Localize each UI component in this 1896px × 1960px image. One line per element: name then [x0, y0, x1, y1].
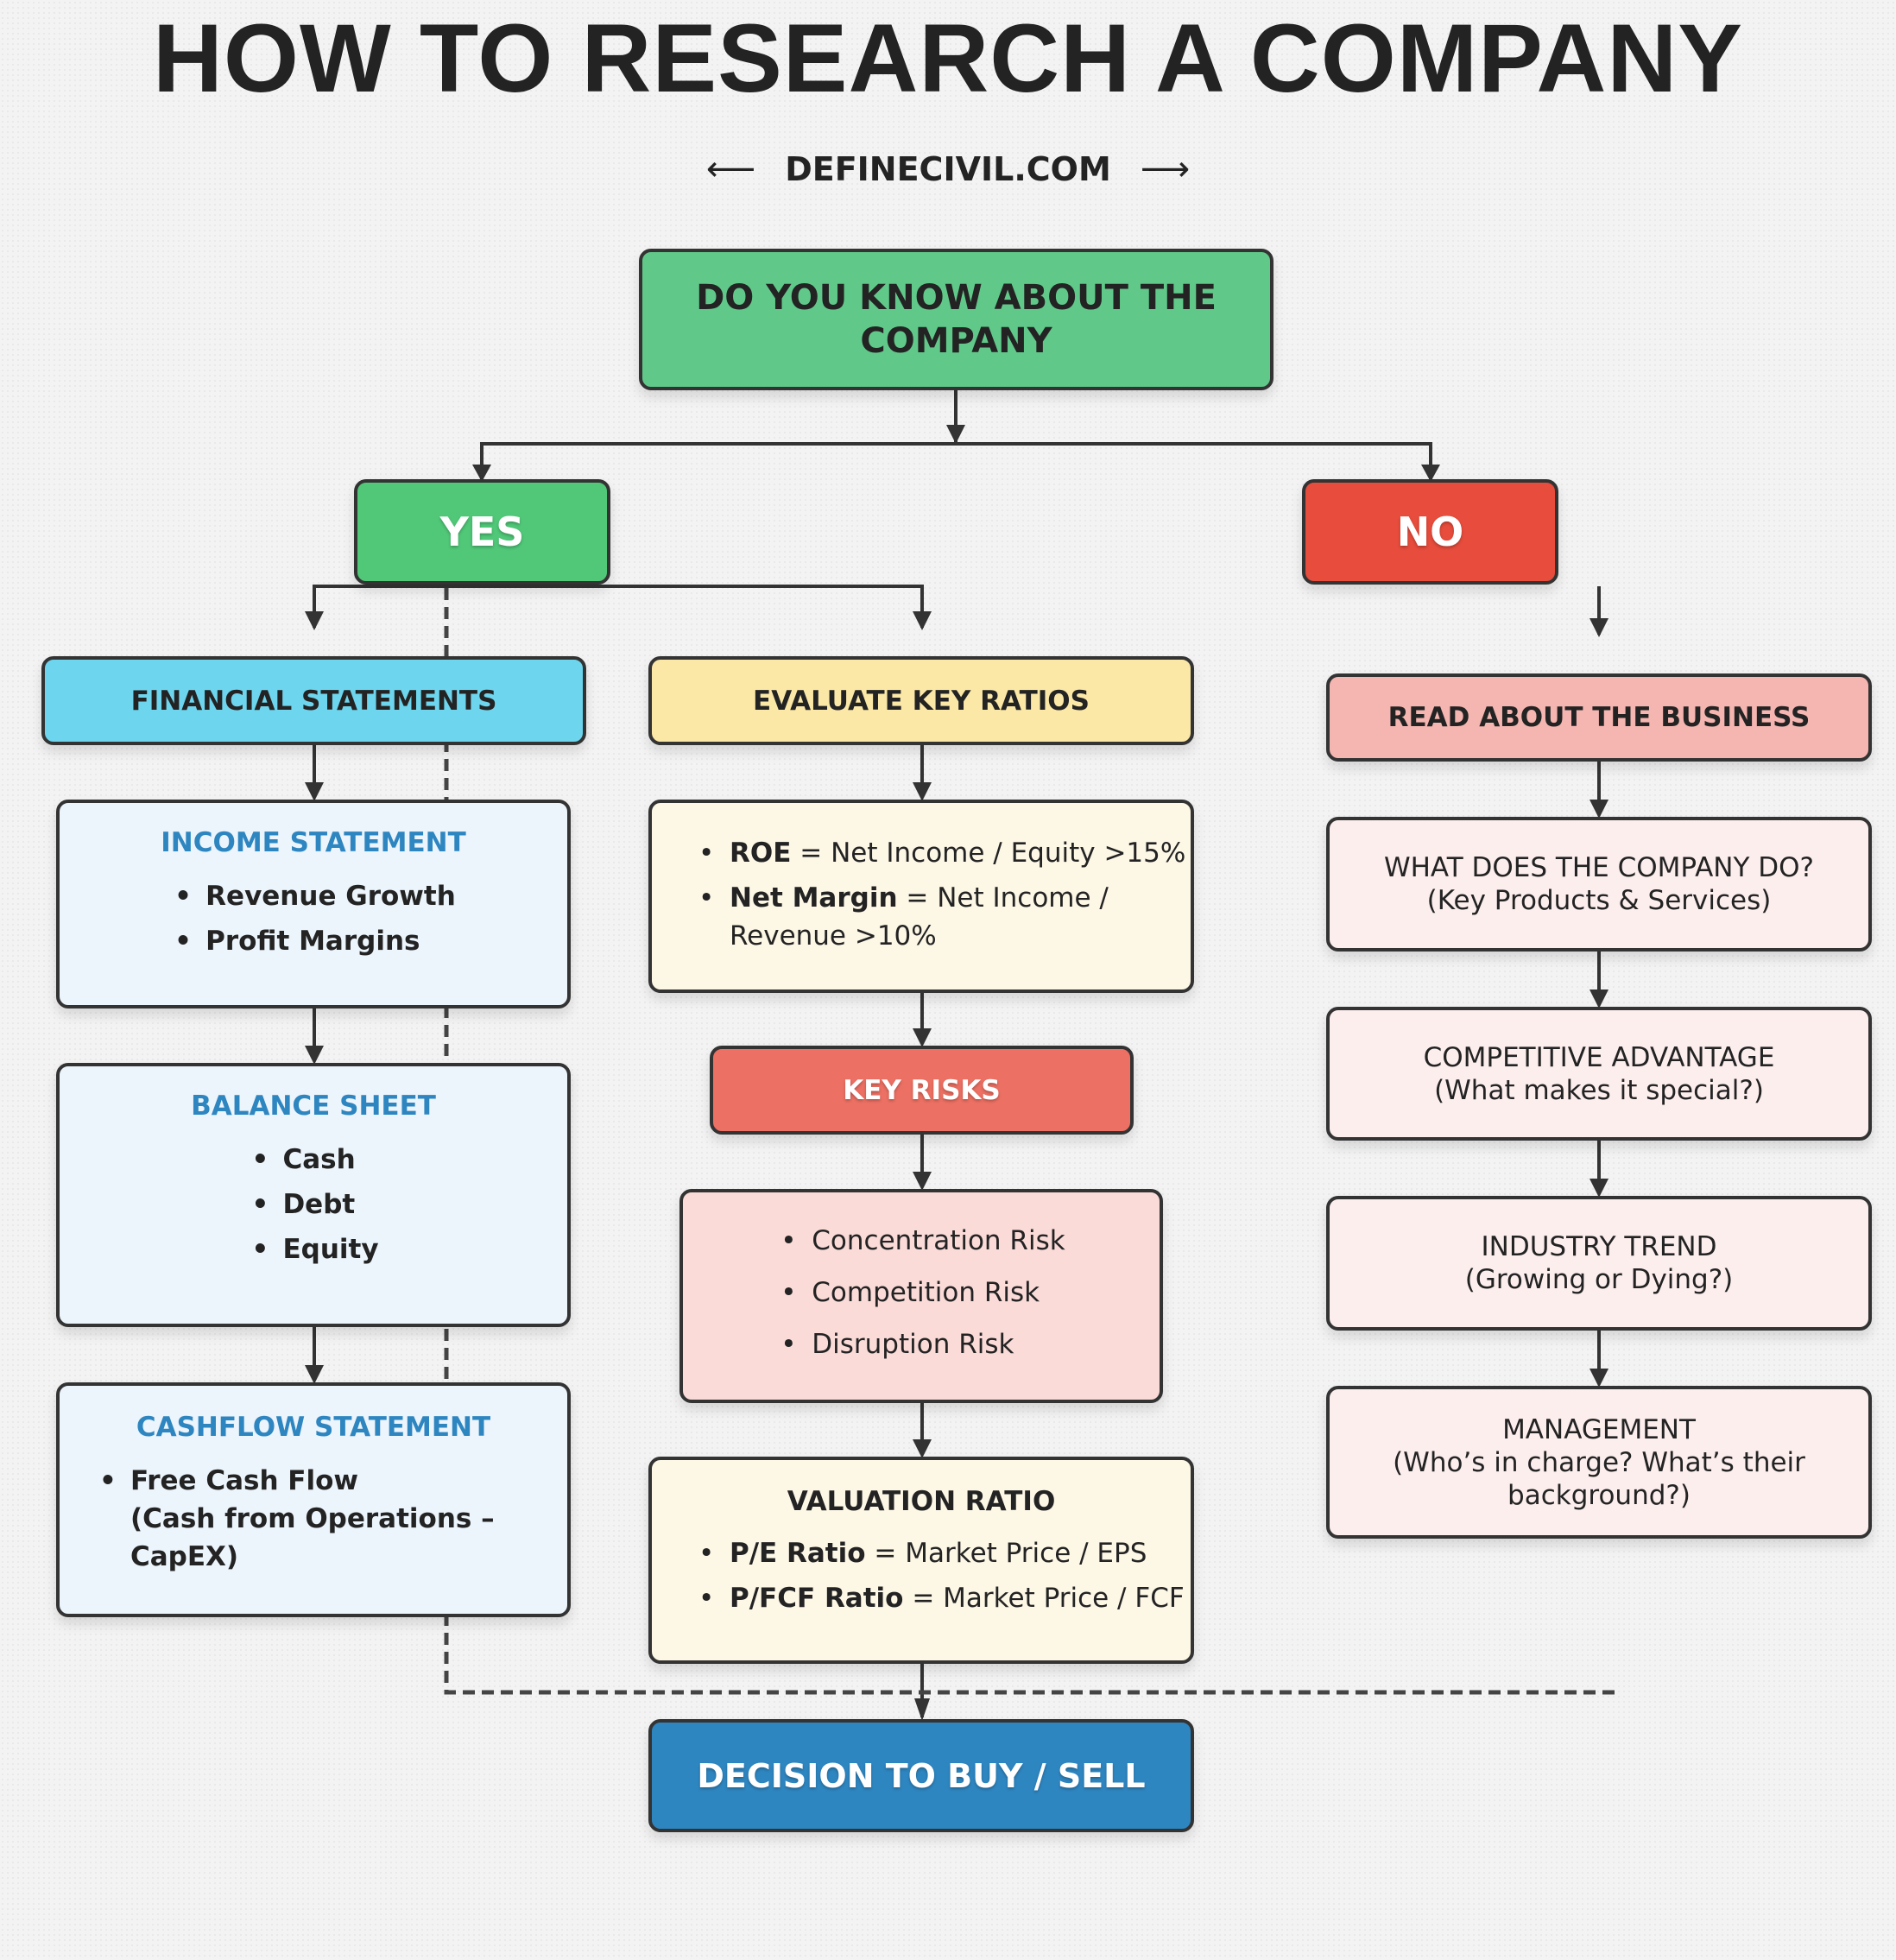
cashflow-statement-list: Free Cash Flow (Cash from Operations – C…	[96, 1455, 495, 1583]
business-step-detail: (What makes it special?)	[1434, 1074, 1764, 1106]
valuation-ratio-title: VALUATION RATIO	[787, 1486, 1056, 1517]
connector-yes-split	[313, 585, 924, 628]
right-arrow-icon: ⟶	[1140, 149, 1191, 189]
list-item: Concentration Risk	[777, 1222, 1065, 1260]
arrowhead-no	[1421, 465, 1440, 482]
arrowhead-decision	[914, 1698, 930, 1721]
business-step-title: INDUSTRY TREND	[1481, 1231, 1717, 1262]
arrowhead-valuation	[913, 1439, 932, 1458]
key-risks-label: KEY RISKS	[843, 1074, 1001, 1106]
list-item: Disruption Risk	[777, 1325, 1065, 1363]
list-item: Competition Risk	[777, 1274, 1065, 1312]
fcf-line2: (Cash from Operations –	[130, 1503, 495, 1534]
ratio-formula: = Net Income / Equity >15%	[791, 838, 1186, 869]
key-risks-box: Concentration Risk Competition Risk Disr…	[679, 1189, 1163, 1403]
list-item: Revenue Growth	[171, 877, 456, 915]
ratio-name: Net Margin	[730, 882, 898, 914]
arrowhead-no-down	[1589, 618, 1608, 637]
fcf-line3: CapEX)	[130, 1541, 239, 1572]
evaluate-key-ratios-box: EVALUATE KEY RATIOS	[648, 656, 1194, 745]
list-item: Cash	[248, 1141, 378, 1179]
arrowhead-industry	[1589, 1179, 1608, 1198]
list-item: Free Cash Flow (Cash from Operations – C…	[96, 1462, 495, 1576]
business-step-box: COMPETITIVE ADVANTAGE (What makes it spe…	[1326, 1007, 1872, 1141]
income-statement-box: INCOME STATEMENT Revenue Growth Profit M…	[56, 800, 571, 1008]
ratio-formula-cont: Revenue >10%	[730, 920, 937, 952]
balance-sheet-title: BALANCE SHEET	[191, 1091, 436, 1122]
balance-sheet-list: Cash Debt Equity	[248, 1134, 378, 1275]
income-statement-list: Revenue Growth Profit Margins	[171, 870, 456, 967]
business-step-title: COMPETITIVE ADVANTAGE	[1423, 1041, 1775, 1073]
arrowhead-comp	[1589, 989, 1608, 1008]
financial-statements-box: FINANCIAL STATEMENTS	[41, 656, 586, 745]
arrowhead-cashflow	[305, 1365, 324, 1384]
business-step-box: MANAGEMENT (Who’s in charge? What’s thei…	[1326, 1386, 1872, 1539]
evaluate-key-ratios-label: EVALUATE KEY RATIOS	[753, 685, 1090, 717]
start-question-line1: DO YOU KNOW ABOUT THE	[696, 278, 1217, 318]
read-about-business-box: READ ABOUT THE BUSINESS	[1326, 673, 1872, 762]
ratio-name: P/FCF Ratio	[730, 1583, 904, 1614]
ratio-formula: = Net Income /	[897, 882, 1109, 914]
key-risks-label-box: KEY RISKS	[710, 1046, 1134, 1135]
key-ratios-box: ROE = Net Income / Equity >15% Net Margi…	[648, 800, 1194, 993]
decision-label: DECISION TO BUY / SELL	[697, 1756, 1146, 1795]
business-step-detail: (Key Products & Services)	[1426, 885, 1772, 916]
start-question-box: DO YOU KNOW ABOUT THE COMPANY	[639, 249, 1273, 390]
list-item: Equity	[248, 1230, 378, 1268]
left-arrow-icon: ⟵	[705, 149, 756, 189]
arrowhead-fin	[305, 611, 324, 630]
read-about-business-label: READ ABOUT THE BUSINESS	[1387, 702, 1811, 733]
arrowhead-balance	[305, 1046, 324, 1065]
list-item: Profit Margins	[171, 922, 456, 960]
business-step-box: WHAT DOES THE COMPANY DO? (Key Products …	[1326, 817, 1872, 952]
list-item: ROE = Net Income / Equity >15%	[695, 834, 1185, 872]
start-question-line2: COMPANY	[860, 321, 1052, 361]
decision-box: DECISION TO BUY / SELL	[648, 1719, 1194, 1832]
fcf-line1: Free Cash Flow	[130, 1465, 359, 1496]
income-statement-title: INCOME STATEMENT	[161, 827, 466, 858]
business-step-detail: (Growing or Dying?)	[1464, 1264, 1734, 1295]
arrowhead-risks	[913, 1172, 932, 1191]
page-title: HOW TO RESEARCH A COMPANY	[153, 4, 1743, 112]
business-step-title: MANAGEMENT	[1502, 1413, 1696, 1445]
arrowhead-yes	[472, 465, 491, 482]
business-step-box: INDUSTRY TREND (Growing or Dying?)	[1326, 1196, 1872, 1331]
arrowhead-eval	[913, 611, 932, 630]
yes-label: YES	[439, 509, 525, 555]
arrowhead-ratios	[913, 782, 932, 801]
valuation-ratio-list: P/E Ratio = Market Price / EPS P/FCF Rat…	[695, 1527, 1185, 1624]
key-risks-list: Concentration Risk Competition Risk Disr…	[777, 1213, 1065, 1372]
site-credit: ⟵ DEFINECIVIL.COM ⟶	[0, 149, 1896, 190]
ratio-name: ROE	[730, 838, 792, 869]
cashflow-statement-box: CASHFLOW STATEMENT Free Cash Flow (Cash …	[56, 1382, 571, 1617]
valuation-ratio-box: VALUATION RATIO P/E Ratio = Market Price…	[648, 1457, 1194, 1664]
arrowhead-start	[946, 425, 965, 444]
arrowhead-keyrisks	[913, 1028, 932, 1047]
site-name: DEFINECIVIL.COM	[785, 150, 1111, 188]
cashflow-statement-title: CASHFLOW STATEMENT	[136, 1412, 491, 1443]
business-step-title: WHAT DOES THE COMPANY DO?	[1383, 852, 1815, 883]
list-item: P/FCF Ratio = Market Price / FCF	[695, 1579, 1185, 1617]
ratio-formula: = Market Price / EPS	[865, 1538, 1147, 1569]
arrowhead-what	[1589, 800, 1608, 819]
connector-split-yes-no	[480, 442, 1432, 479]
business-step-detail: (Who’s in charge? What’s their backgroun…	[1393, 1446, 1805, 1511]
yes-box: YES	[354, 479, 610, 585]
no-label: NO	[1396, 509, 1464, 555]
list-item: Net Margin = Net Income / Revenue >10%	[695, 879, 1185, 955]
no-box: NO	[1302, 479, 1558, 585]
list-item: P/E Ratio = Market Price / EPS	[695, 1534, 1185, 1572]
list-item: Debt	[248, 1185, 378, 1223]
arrowhead-mgmt	[1589, 1369, 1608, 1388]
key-ratios-list: ROE = Net Income / Equity >15% Net Margi…	[695, 827, 1185, 962]
balance-sheet-box: BALANCE SHEET Cash Debt Equity	[56, 1063, 571, 1327]
arrowhead-income	[305, 782, 324, 801]
ratio-formula: = Market Price / FCF	[903, 1583, 1185, 1614]
ratio-name: P/E Ratio	[730, 1538, 866, 1569]
financial-statements-label: FINANCIAL STATEMENTS	[130, 685, 497, 717]
